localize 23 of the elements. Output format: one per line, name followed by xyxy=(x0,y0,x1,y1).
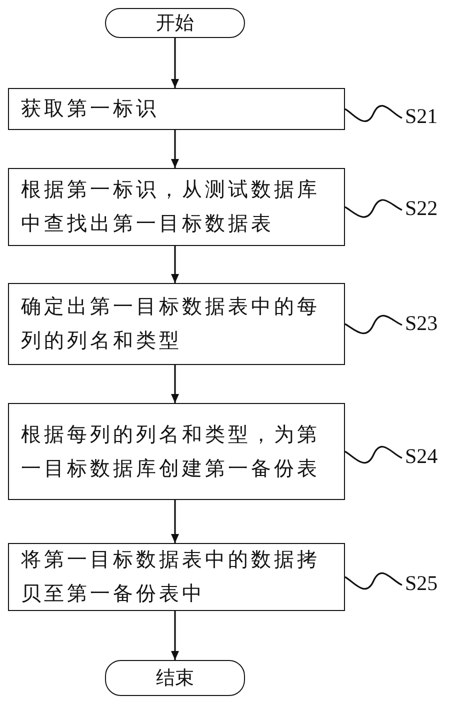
arrow xyxy=(171,246,179,283)
end-terminal: 结束 xyxy=(105,660,245,696)
process-box: 获取第一标识 xyxy=(8,88,345,130)
arrow xyxy=(171,365,179,403)
process-box: 根据每列的列名和类型，为第一目标数据库创建第一备份表 xyxy=(8,403,345,500)
start-terminal: 开始 xyxy=(105,8,245,38)
arrow xyxy=(171,500,179,543)
leader-line xyxy=(344,199,402,218)
arrow xyxy=(171,38,179,88)
step-label: S21 xyxy=(405,104,455,132)
step-label: S23 xyxy=(405,311,455,339)
process-box: 将第一目标数据表中的数据拷贝至第一备份表中 xyxy=(8,543,345,611)
arrow xyxy=(171,130,179,168)
step-label: S24 xyxy=(405,444,455,472)
leader-line xyxy=(344,446,402,464)
step-label: S25 xyxy=(405,571,455,599)
arrow xyxy=(171,611,179,660)
leader-line xyxy=(344,105,402,122)
process-box: 根据第一标识，从测试数据库中查找出第一目标数据表 xyxy=(8,168,345,246)
leader-line xyxy=(344,572,402,590)
leader-line xyxy=(344,314,402,334)
process-box: 确定出第一目标数据表中的每列的列名和类型 xyxy=(8,283,345,365)
step-label: S22 xyxy=(405,196,455,224)
